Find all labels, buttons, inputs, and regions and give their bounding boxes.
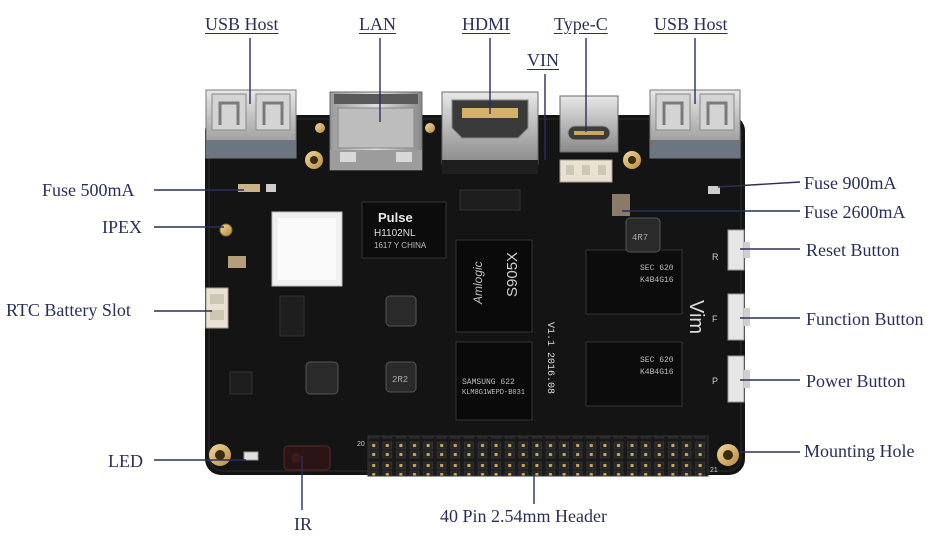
label-function-button: Function Button xyxy=(806,309,924,329)
svg-text:Vim: Vim xyxy=(685,300,707,334)
svg-text:20: 20 xyxy=(357,441,365,448)
fuse-500-component xyxy=(238,184,260,192)
ram-chip-top: SEC 620 K4B4G16 xyxy=(585,249,683,315)
svg-text:2R2: 2R2 xyxy=(392,375,408,385)
svg-text:S905X: S905X xyxy=(504,252,521,297)
label-lan: LAN xyxy=(359,14,396,34)
soc-chip: Amlogic S905X xyxy=(455,239,533,333)
label-led: LED xyxy=(108,451,143,471)
svg-text:K4B4G16: K4B4G16 xyxy=(640,368,674,377)
reset-button-component xyxy=(727,229,750,271)
label-fuse-500: Fuse 500mA xyxy=(42,180,135,200)
svg-text:F: F xyxy=(712,314,718,324)
leader-lines xyxy=(154,38,801,510)
svg-text:R: R xyxy=(712,252,719,262)
label-hdmi: HDMI xyxy=(462,14,510,34)
svg-text:21: 21 xyxy=(710,467,718,474)
power-button-component xyxy=(727,355,750,403)
gpio-header: 20 21 xyxy=(357,435,718,477)
emmc-chip: SAMSUNG 622 KLM8G1WEPD-B031 xyxy=(455,341,533,421)
label-reset-button: Reset Button xyxy=(806,240,900,260)
rtc-battery-slot xyxy=(205,287,229,329)
svg-text:P: P xyxy=(712,376,718,386)
svg-text:V1.1 2016.08: V1.1 2016.08 xyxy=(544,322,555,394)
label-usb-host-left: USB Host xyxy=(205,14,279,34)
mounting-hole-left xyxy=(209,444,231,466)
label-fuse-900: Fuse 900mA xyxy=(804,173,897,193)
led-component xyxy=(243,451,259,461)
label-power-button: Power Button xyxy=(806,371,906,391)
svg-text:SEC 620: SEC 620 xyxy=(640,356,674,365)
svg-text:1617 Y CHINA: 1617 Y CHINA xyxy=(374,241,427,250)
label-rtc-battery-slot: RTC Battery Slot xyxy=(6,300,131,320)
ipex-connector xyxy=(219,223,233,237)
usb-host-right-port xyxy=(649,89,741,159)
fuse-2600-component xyxy=(612,194,630,216)
label-ir: IR xyxy=(294,514,312,534)
svg-text:H1102NL: H1102NL xyxy=(374,228,416,239)
svg-text:4R7: 4R7 xyxy=(632,233,648,243)
lan-port xyxy=(329,91,423,171)
svg-text:SAMSUNG 622: SAMSUNG 622 xyxy=(462,378,515,387)
label-40-pin-header: 40 Pin 2.54mm Header xyxy=(440,506,607,526)
svg-text:KLM8G1WEPD-B031: KLM8G1WEPD-B031 xyxy=(462,389,525,397)
type-c-port xyxy=(559,95,619,153)
label-mounting-hole: Mounting Hole xyxy=(804,441,915,461)
label-type-c: Type-C xyxy=(554,14,608,34)
pulse-transformer: Pulse H1102NL 1617 Y CHINA xyxy=(361,201,447,259)
label-ipex: IPEX xyxy=(102,217,142,237)
function-button-component xyxy=(727,293,750,341)
ir-receiver xyxy=(283,445,331,471)
label-fuse-2600: Fuse 2600mA xyxy=(804,202,906,222)
label-usb-host-right: USB Host xyxy=(654,14,728,34)
usb-host-left-port xyxy=(205,89,297,159)
svg-text:Amlogic: Amlogic xyxy=(471,261,485,305)
label-vin: VIN xyxy=(527,50,559,70)
vin-connector xyxy=(559,159,613,183)
svg-text:Pulse: Pulse xyxy=(378,210,413,225)
ram-chip-bottom: SEC 620 K4B4G16 xyxy=(585,341,683,407)
svg-text:K4B4G16: K4B4G16 xyxy=(640,276,674,285)
svg-text:SEC 620: SEC 620 xyxy=(640,264,674,273)
mounting-hole-right xyxy=(717,444,739,466)
fuse-900-component xyxy=(708,186,720,194)
